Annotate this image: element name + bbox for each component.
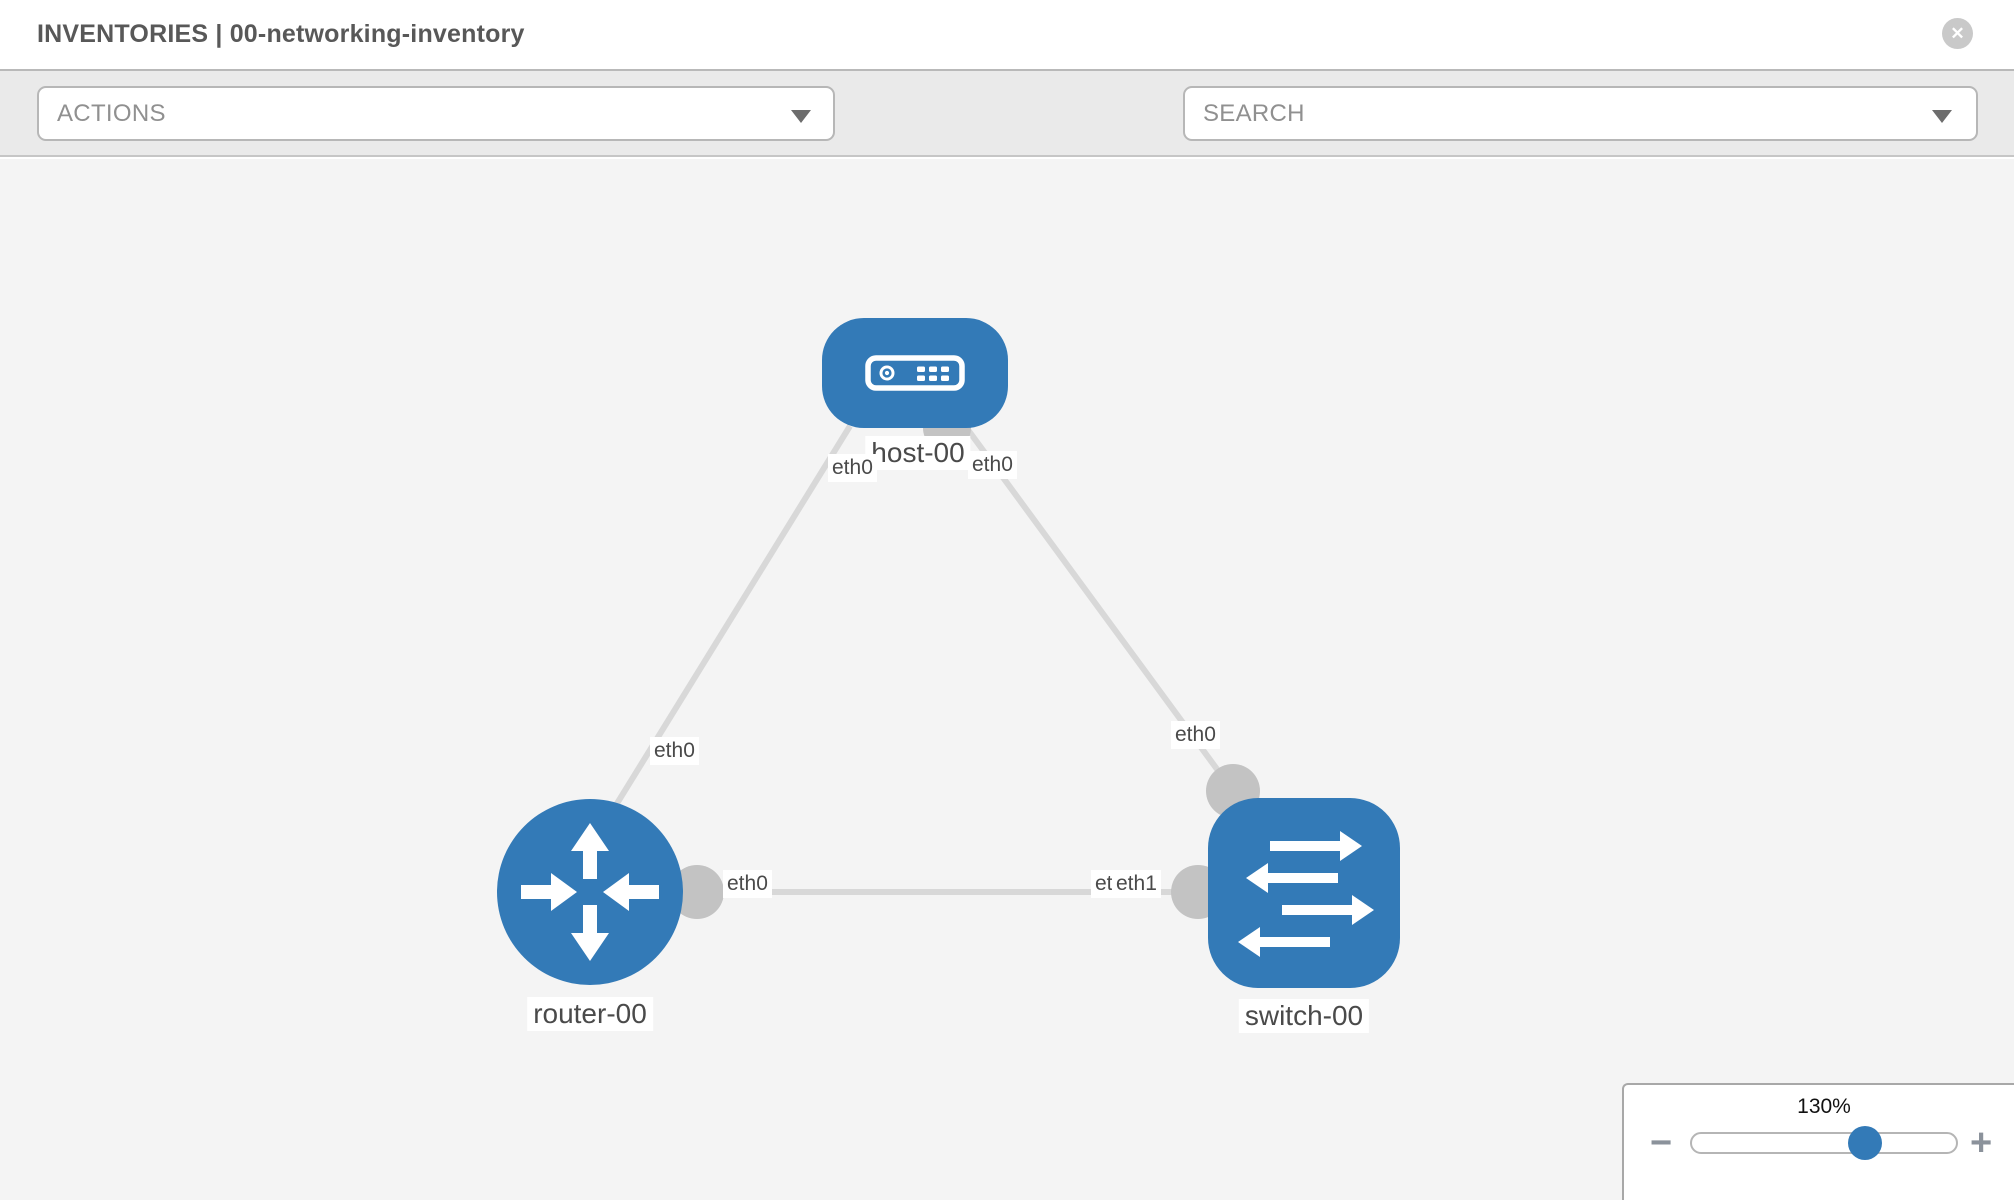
router-icon bbox=[521, 823, 659, 961]
node-label-host-00: host-00 bbox=[865, 436, 971, 470]
iface-label-host-eth0-right: eth0 bbox=[968, 451, 1017, 480]
iface-label-switch-link-eth0: eth0 bbox=[1171, 721, 1220, 750]
zoom-out-button[interactable]: − bbox=[1650, 1122, 1673, 1164]
zoom-in-button[interactable]: + bbox=[1970, 1122, 1993, 1164]
toolbar: ACTIONS SEARCH bbox=[0, 71, 2014, 208]
actions-dropdown-label: ACTIONS bbox=[57, 100, 166, 127]
iface-label-host-eth0-left: eth0 bbox=[828, 454, 877, 483]
search-dropdown-label: SEARCH bbox=[1203, 100, 1305, 127]
zoom-slider-track[interactable] bbox=[1690, 1126, 1958, 1160]
node-host-00[interactable] bbox=[822, 318, 1008, 428]
node-label-router-00: router-00 bbox=[527, 997, 653, 1031]
actions-dropdown[interactable]: ACTIONS bbox=[37, 86, 835, 141]
links-layer bbox=[590, 421, 1304, 895]
zoom-slider-handle[interactable] bbox=[1848, 1126, 1882, 1160]
node-router-00[interactable] bbox=[497, 799, 683, 985]
zoom-panel: 130% − + bbox=[1622, 1083, 2014, 1200]
iface-label-middle-eth1: eth1 bbox=[1112, 870, 1161, 899]
close-icon[interactable]: ✕ bbox=[1942, 18, 1973, 49]
page-title: INVENTORIES | 00-networking-inventory bbox=[37, 20, 525, 48]
caret-down-icon bbox=[791, 110, 811, 123]
node-switch-00[interactable] bbox=[1208, 798, 1400, 988]
search-dropdown[interactable]: SEARCH bbox=[1183, 86, 1978, 141]
link-host-router[interactable] bbox=[597, 424, 853, 833]
switch-icon bbox=[1238, 831, 1374, 957]
zoom-level-value: 130% bbox=[1797, 1095, 1851, 1118]
iface-label-middle-eth0: eth0 bbox=[723, 870, 772, 899]
header: INVENTORIES | 00-networking-inventory ✕ bbox=[0, 0, 2014, 71]
caret-down-icon bbox=[1932, 110, 1952, 123]
host-icon bbox=[865, 355, 965, 391]
node-label-switch-00: switch-00 bbox=[1238, 999, 1370, 1033]
topology-canvas[interactable]: host-00 router-00 switch-00 eth0 eth0 et… bbox=[0, 159, 2014, 1200]
iface-label-router-link-eth0: eth0 bbox=[650, 737, 699, 766]
